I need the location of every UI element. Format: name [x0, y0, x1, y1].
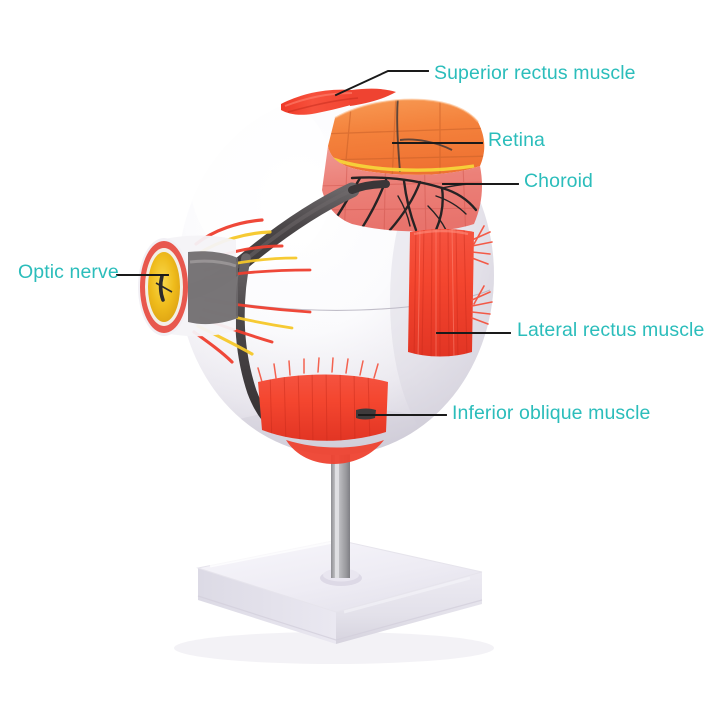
superior-rectus-muscle: [281, 88, 396, 115]
label-inferior-oblique-muscle: Inferior oblique muscle: [452, 402, 651, 424]
optic-nerve-disc: [138, 218, 312, 364]
label-choroid: Choroid: [524, 170, 593, 192]
retina-window: [328, 98, 485, 175]
label-superior-rectus-muscle: Superior rectus muscle: [434, 62, 636, 84]
label-retina: Retina: [488, 129, 545, 151]
label-optic-nerve: Optic nerve: [18, 261, 119, 283]
leader-superior-rectus: [334, 70, 429, 97]
base-drop-shadow: [174, 632, 494, 664]
lateral-rectus-muscle: [408, 225, 493, 357]
macula-band: [329, 156, 475, 172]
inferior-oblique-muscle: [257, 357, 388, 464]
leader-lines: [116, 70, 519, 416]
label-lateral-rectus-muscle: Lateral rectus muscle: [517, 319, 705, 341]
